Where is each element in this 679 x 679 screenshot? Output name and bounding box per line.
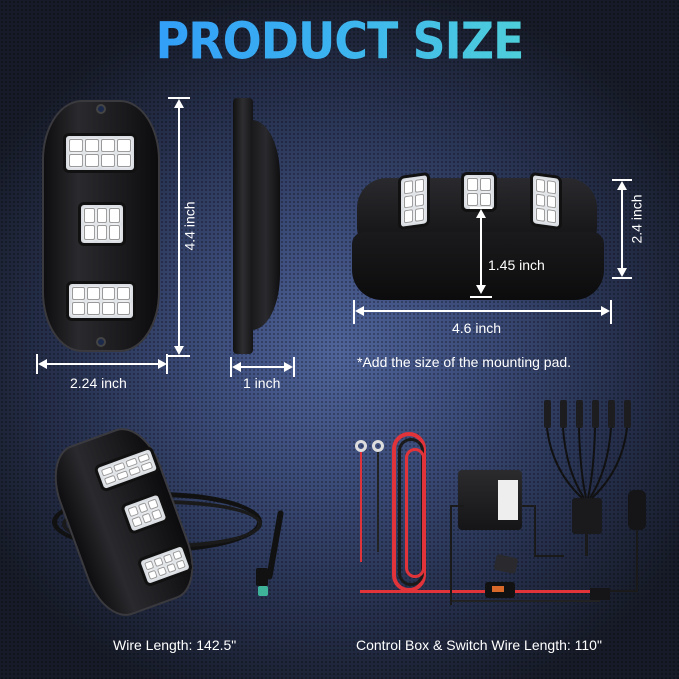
page-title: PRODUCT SIZE (0, 11, 679, 70)
control-box-wire-caption: Control Box & Switch Wire Length: 110" (356, 637, 602, 653)
connector-fan (540, 400, 631, 500)
wire-connector-icon (258, 586, 268, 596)
angle-height-label: 2.4 inch (628, 194, 645, 244)
front-width-label: 2.24 inch (70, 375, 127, 391)
angle-inner-height-label: 1.45 inch (488, 257, 545, 273)
mounting-pad-note: *Add the size of the mounting pad. (357, 354, 572, 370)
ring-terminal-icon (355, 440, 367, 452)
side-depth-label: 1 inch (243, 375, 281, 391)
splitter-icon (572, 498, 602, 534)
ring-terminal-icon (372, 440, 384, 452)
front-height-label: 4.4 inch (181, 201, 198, 251)
wire-length-caption: Wire Length: 142.5" (113, 637, 237, 653)
switch-icon (628, 490, 646, 530)
angle-length-label: 4.6 inch (452, 320, 502, 336)
